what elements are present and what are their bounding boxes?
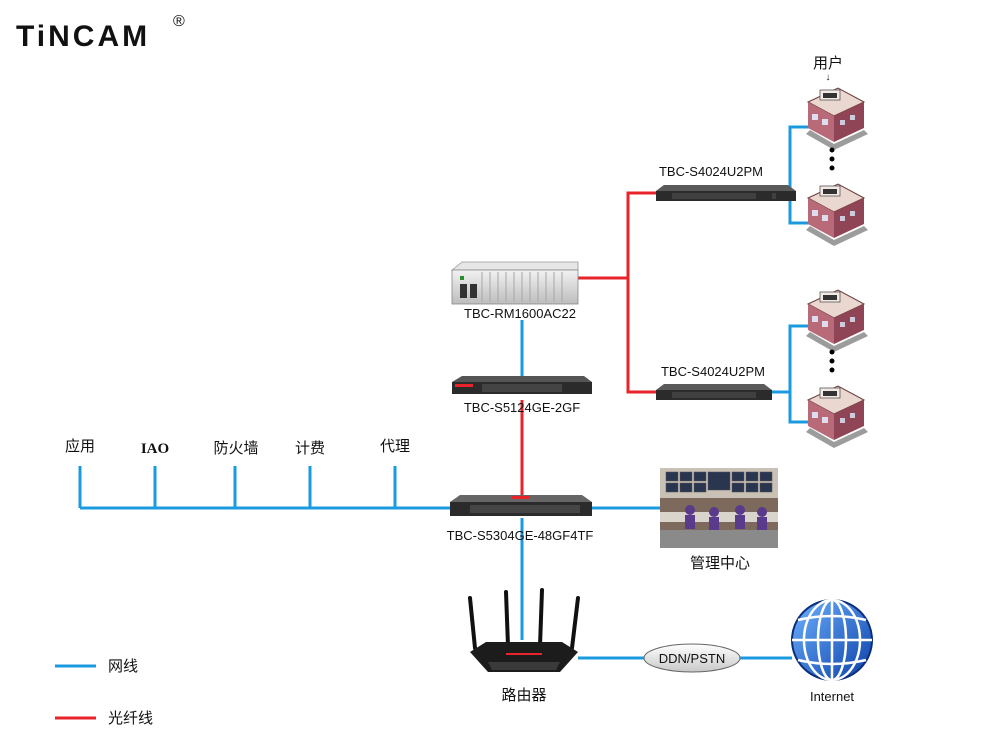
switch-s5304-device [450,495,592,516]
ellipsis-dots-top [829,147,835,171]
building-icon [805,183,869,247]
switch-s4024-top-label: TBC-S4024U2PM [659,164,763,179]
user-label: 用户 [813,54,843,72]
building-icon [805,385,869,449]
bus-label-firewall: 防火墙 [213,439,258,457]
legend-fiber-label: 光纤线 [108,709,153,727]
ddn-label: DDN/PSTN [659,651,725,666]
switch-s5124-label: TBC-S5124GE-2GF [464,400,580,415]
chassis-label: TBC-RM1600AC22 [464,306,576,321]
switch-s5124-device [452,376,592,394]
bus-label-proxy: 代理 [380,437,410,455]
ddn-ellipse [643,643,741,673]
switch-s4024-bottom-device [656,384,772,400]
management-label: 管理中心 [690,554,750,572]
fiber-cable-lines [520,191,658,495]
building-icon [805,87,869,151]
building-icon [805,289,869,353]
registered-mark: ® [173,13,185,30]
chassis-device [450,261,579,305]
router-icon [468,588,580,672]
management-center-image [660,468,778,548]
bus-label-billing: 计费 [295,439,325,457]
globe-icon [791,598,873,682]
bus-label-app: 应用 [65,437,95,455]
brand-logo: TiNCAM [16,20,150,53]
router-label: 路由器 [501,686,546,704]
legend-network-label: 网线 [108,657,138,675]
bus-label-iao: IAO [141,441,169,457]
switch-s5304-label: TBC-S5304GE-48GF4TF [447,528,594,543]
user-arrow-icon: ↓ [826,72,831,83]
internet-label: Internet [810,689,854,704]
ellipsis-dots-bottom [829,349,835,373]
switch-s4024-bottom-label: TBC-S4024U2PM [661,364,765,379]
